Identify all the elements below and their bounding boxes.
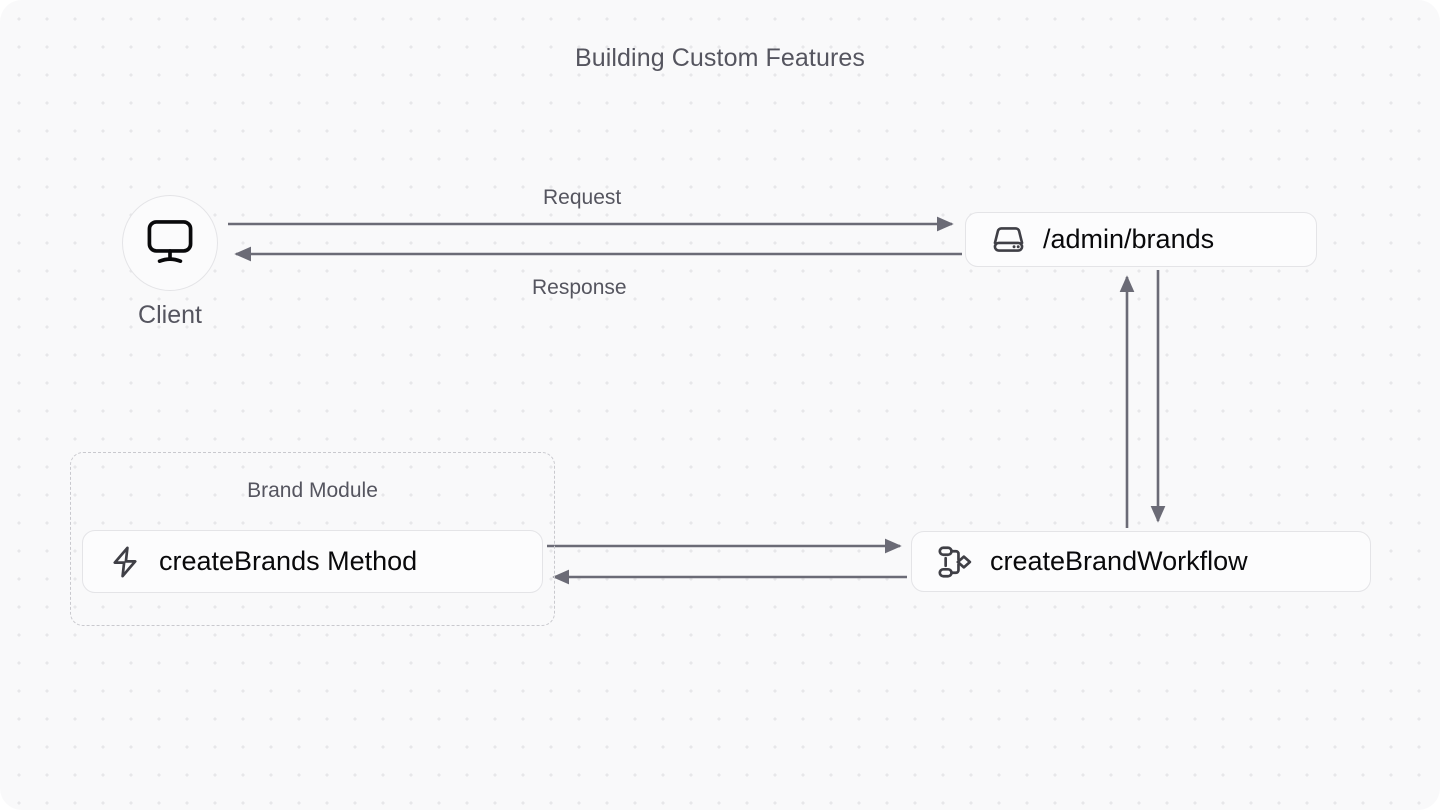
method-label: createBrands Method xyxy=(159,546,418,576)
node-endpoint[interactable]: /admin/brands xyxy=(965,212,1317,267)
group-brand-module-label: Brand Module xyxy=(247,479,378,502)
server-icon xyxy=(990,221,1027,258)
workflow-icon xyxy=(936,543,974,581)
page-title: Building Custom Features xyxy=(574,44,866,72)
node-client[interactable]: Client xyxy=(122,195,218,329)
node-create-brand-workflow[interactable]: createBrandWorkflow xyxy=(911,531,1371,592)
endpoint-label: /admin/brands xyxy=(1043,224,1215,254)
lightning-bolt-icon xyxy=(107,544,143,580)
client-circle xyxy=(122,195,218,291)
edge-label-request: Request xyxy=(543,186,622,209)
workflow-label: createBrandWorkflow xyxy=(990,546,1248,576)
node-create-brands-method[interactable]: createBrands Method xyxy=(82,530,543,593)
edge-label-response: Response xyxy=(532,276,627,299)
monitor-icon xyxy=(144,215,196,272)
client-label: Client xyxy=(138,301,202,329)
group-brand-module xyxy=(70,452,555,626)
